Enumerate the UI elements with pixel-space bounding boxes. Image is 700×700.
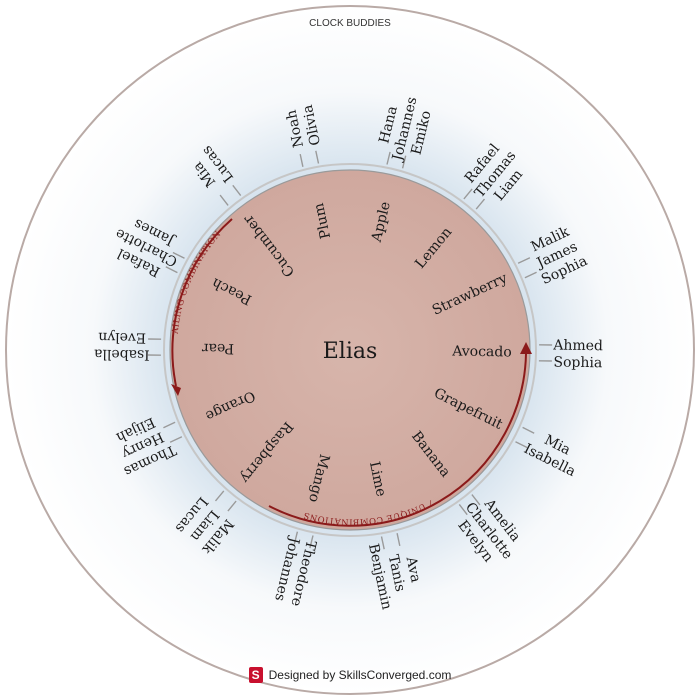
separator-line — [515, 441, 528, 449]
separator-line — [214, 490, 225, 502]
inner-ring-outline — [163, 163, 537, 537]
footer-text: Designed by SkillsConverged.com — [268, 668, 452, 682]
separator-line — [172, 251, 185, 259]
buddy-name: Ava — [402, 554, 423, 584]
separator-line — [386, 151, 391, 165]
separator-line — [315, 150, 320, 164]
separator-line — [463, 188, 473, 200]
buddy-group: IsabellaEvelyn — [94, 329, 150, 363]
buddy-name: Noah — [283, 108, 307, 149]
trailing-combinations-arrowhead — [171, 384, 181, 396]
separator-line — [458, 503, 468, 516]
separator-line — [169, 436, 183, 443]
separator-line — [227, 500, 237, 512]
separator-line — [299, 153, 304, 167]
separator-line — [232, 184, 242, 197]
separator-line — [396, 533, 401, 547]
trailing-combinations-arc — [171, 218, 233, 387]
separator-line — [475, 198, 486, 210]
separator-line — [219, 194, 229, 206]
separator-line — [309, 535, 314, 549]
buddy-group: NoahOlivia — [283, 103, 324, 150]
fruit-label: Pear — [202, 340, 235, 357]
separator-marks — [147, 150, 553, 550]
wheel-title: CLOCK BUDDIES — [309, 18, 391, 29]
fruit-label: Plum — [311, 202, 334, 241]
buddy-labels: HanaJohannesEmikoRafaelThomasLiamMalikJa… — [94, 95, 603, 611]
unique-combinations-arc — [268, 353, 527, 527]
footer: S Designed by SkillsConverged.com — [0, 664, 700, 686]
separator-line — [163, 421, 176, 429]
separator-line — [522, 426, 535, 434]
center-name: Elias — [323, 339, 378, 364]
buddy-name: Ahmed — [552, 337, 603, 354]
separator-line — [517, 257, 531, 264]
buddy-name: Sophia — [553, 355, 602, 372]
buddy-name: Evelyn — [98, 329, 146, 346]
separator-line — [165, 266, 178, 274]
buddy-name: Tanis — [385, 553, 408, 593]
buddy-name: Isabella — [94, 346, 150, 363]
separator-line — [293, 531, 299, 545]
separator-line — [380, 536, 385, 550]
unique-combinations-arrowhead — [520, 342, 532, 354]
skillsconverged-logo-icon: S — [248, 667, 263, 683]
fruit-label: Avocado — [451, 344, 512, 361]
separator-line — [471, 494, 481, 506]
buddy-group: RafaelThomasLiam — [459, 137, 533, 212]
separator-line — [401, 155, 407, 169]
buddy-group: AhmedSophia — [552, 337, 603, 371]
separator-line — [524, 271, 537, 279]
fruit-label: Lime — [366, 460, 389, 498]
